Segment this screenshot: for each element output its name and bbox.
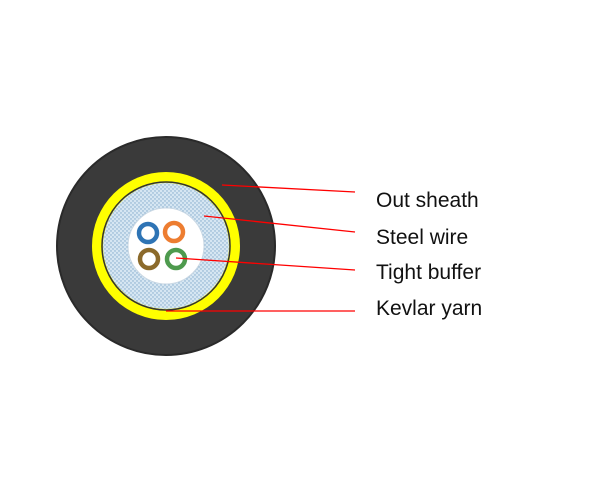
leader-line-steel-wire [203,215,356,233]
label-kevlar-yarn: Kevlar yarn [376,297,482,320]
label-tight-buffer: Tight buffer [376,261,481,284]
label-steel-wire: Steel wire [376,226,468,249]
fiber-blue [136,221,160,245]
leader-lines [166,184,356,312]
label-out-sheath: Out sheath [376,189,479,212]
core-area [127,207,205,285]
layer-divider-ring [101,181,231,311]
leader-line-out-sheath [221,184,356,193]
fiber-brown [137,247,161,271]
tight-buffer-fibers [136,220,188,271]
leader-line-tight-buffer [175,257,356,271]
fiber-orange [162,220,186,244]
